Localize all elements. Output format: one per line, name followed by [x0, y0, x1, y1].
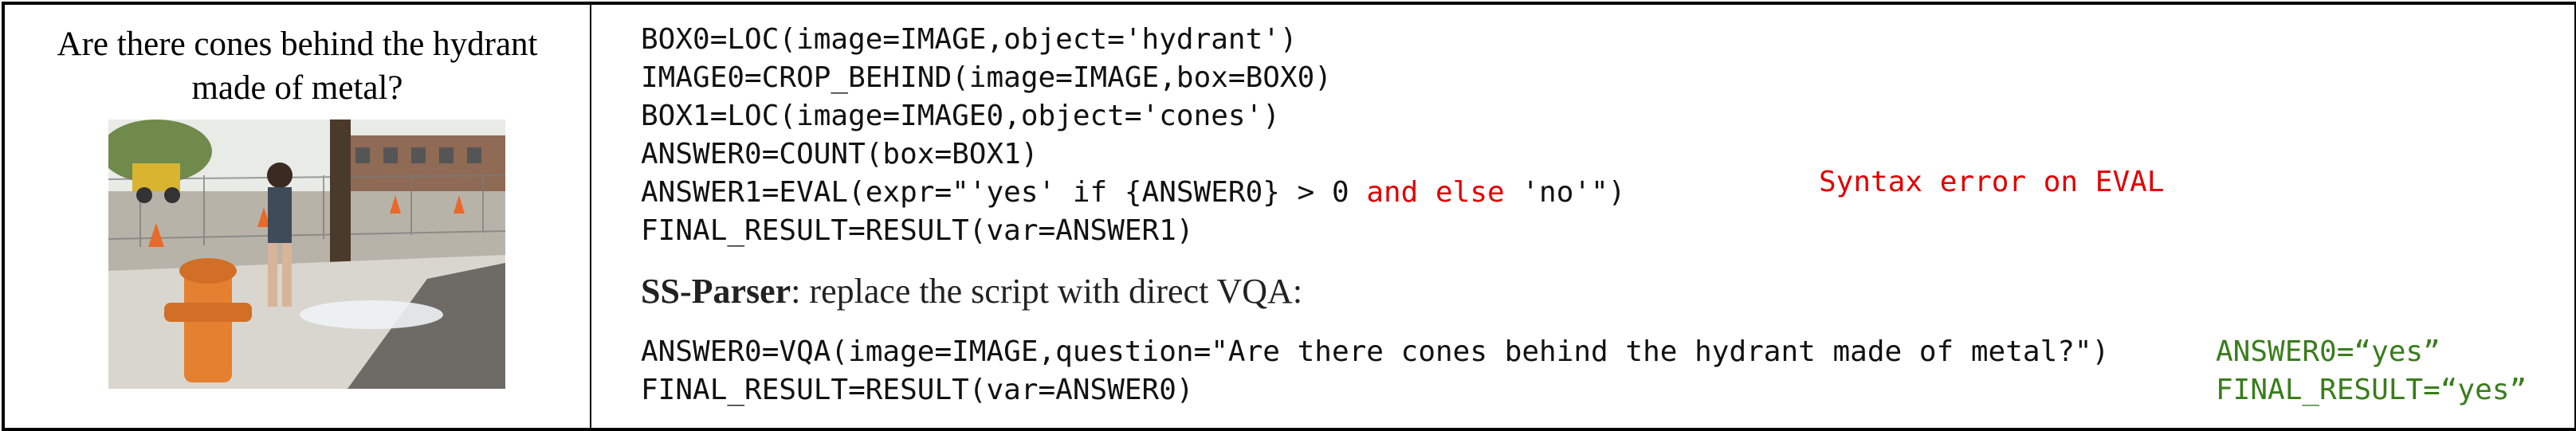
- script-line: BOX1=LOC(image=IMAGE0,object='cones'): [641, 100, 1280, 132]
- replacement-line: FINAL_RESULT=RESULT(var=ANSWER0): [641, 374, 1194, 406]
- script-line-eval: ANSWER1=EVAL(expr="'yes' if {ANSWER0} > …: [641, 174, 1625, 212]
- question-panel: Are there cones behind the hydrant made …: [5, 5, 590, 428]
- scene-photo: [108, 120, 505, 389]
- panel-divider: [590, 5, 591, 428]
- question-text: Are there cones behind the hydrant made …: [57, 25, 538, 107]
- script-line: ANSWER0=COUNT(box=BOX1): [641, 138, 1039, 170]
- script-line: FINAL_RESULT=RESULT(var=ANSWER1): [641, 214, 1194, 247]
- eval-suffix: 'no'"): [1504, 176, 1626, 209]
- original-script: BOX0=LOC(image=IMAGE,object='hydrant') I…: [641, 5, 1625, 266]
- eval-prefix: ANSWER1=EVAL(expr="'yes' if {ANSWER0} > …: [641, 176, 1367, 209]
- final-result: FINAL_RESULT=“yes”: [2216, 374, 2527, 406]
- parser-name: SS-Parser: [641, 272, 791, 311]
- parser-heading: SS-Parser: replace the script with direc…: [641, 271, 1302, 311]
- error-note: Syntax error on EVAL: [1819, 166, 2165, 198]
- parser-description: : replace the script with direct VQA:: [791, 272, 1303, 311]
- answer-result: ANSWER0=“yes”: [2216, 335, 2441, 368]
- script-line: IMAGE0=CROP_BEHIND(image=IMAGE,box=BOX0): [641, 61, 1332, 94]
- syntax-error-token: and else: [1366, 176, 1505, 209]
- script-line: BOX0=LOC(image=IMAGE,object='hydrant'): [641, 23, 1298, 56]
- replacement-script: ANSWER0=VQA(image=IMAGE,question="Are th…: [641, 5, 2109, 406]
- replacement-line: ANSWER0=VQA(image=IMAGE,question="Are th…: [641, 335, 2110, 368]
